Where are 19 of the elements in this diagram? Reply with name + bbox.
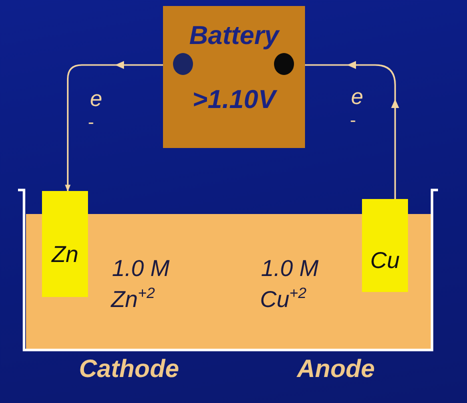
ion-label: Zn$^{+2}$ [111, 286, 155, 313]
electron-symbol: e [351, 84, 364, 110]
charge-sign: - [88, 112, 94, 133]
charge-sign: - [350, 110, 356, 131]
cathode-label: Cathode [79, 355, 179, 384]
ion-label: Cu$^{+2}$ [260, 286, 306, 313]
terminal-circle [274, 53, 294, 75]
copper-electrode [362, 199, 408, 292]
zinc-electrode [42, 191, 88, 297]
concentration-label: 1.0 M [261, 255, 319, 282]
electron-symbol: e [90, 86, 102, 112]
battery-box [163, 6, 305, 148]
electrode-label: Cu [369, 247, 401, 274]
terminal-circle [173, 53, 193, 75]
concentration-label: 1.0 M [112, 255, 170, 282]
electrode-label: Zn [50, 241, 80, 268]
voltage-label: >1.10V [191, 84, 278, 115]
battery-title: Battery [188, 20, 281, 51]
anode-label: Anode [297, 355, 375, 384]
